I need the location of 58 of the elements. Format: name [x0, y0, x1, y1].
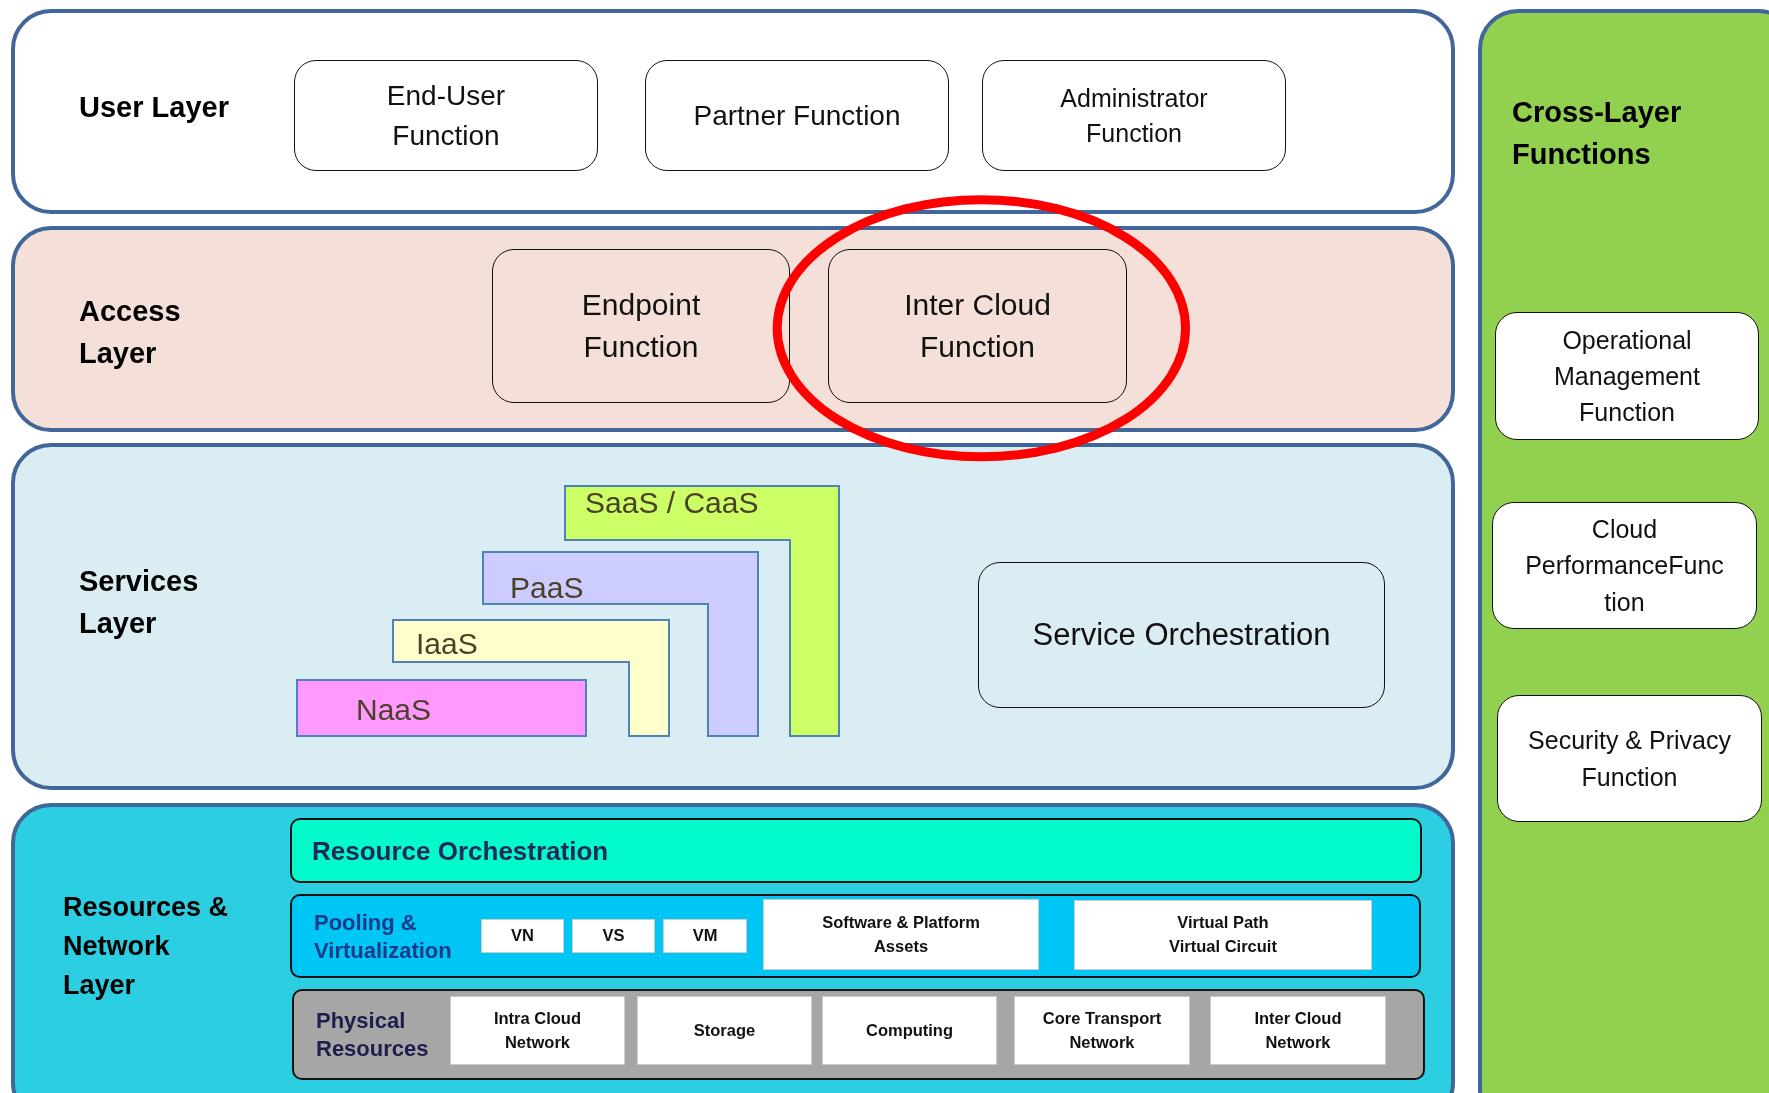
resource-label: VM	[692, 925, 718, 947]
function-label: Administrator Function	[1059, 82, 1209, 149]
layer-title: Cross-Layer Functions	[1512, 94, 1683, 172]
function-label: Security & Privacy Function	[1527, 725, 1732, 793]
resource-label: VS	[602, 925, 625, 947]
resource-box	[481, 919, 564, 953]
resource-label: Core Transport Network	[1041, 1007, 1163, 1053]
layer-band	[11, 803, 1455, 1093]
resource-box	[1074, 900, 1372, 970]
band-title: Physical Resources	[316, 1006, 430, 1062]
band-title: Resource Orchestration	[312, 834, 610, 868]
function-label: Service Orchestration	[1032, 616, 1331, 655]
layer-title: Resources & Network Layer	[63, 891, 230, 1003]
resource-box	[1014, 996, 1190, 1065]
function-box	[982, 60, 1286, 171]
service-model-label: PaaS	[510, 570, 585, 607]
layer-band	[11, 226, 1455, 432]
cross-layer-band	[1478, 9, 1769, 1093]
resource-box	[1210, 996, 1386, 1065]
resource-box	[822, 996, 997, 1065]
resource-label: Intra Cloud Network	[492, 1007, 583, 1053]
layer-title: Services Layer	[79, 563, 200, 641]
resource-box	[450, 996, 625, 1065]
resource-box	[763, 899, 1039, 970]
layer-title: User Layer	[79, 90, 230, 125]
function-label: Cloud PerformanceFunction	[1524, 514, 1725, 618]
function-label: Endpoint Function	[580, 287, 702, 365]
function-label: Operational Management Function	[1553, 324, 1701, 429]
resource-label: Software & Platform Assets	[821, 911, 981, 957]
resource-label: Virtual Path Virtual Circuit	[1168, 912, 1278, 957]
function-label: Partner Function	[693, 98, 901, 133]
function-label: Inter Cloud Function	[903, 287, 1052, 365]
band-title: Pooling & Virtualization	[314, 908, 453, 964]
service-model-label: IaaS	[416, 626, 479, 663]
function-box	[294, 60, 598, 171]
resource-box	[663, 919, 747, 953]
function-label: End-User Function	[385, 79, 507, 153]
physical-band	[292, 989, 1425, 1080]
function-box	[1497, 695, 1762, 822]
resource-label: VN	[511, 925, 534, 947]
resource-label: Storage	[693, 1019, 756, 1041]
virtualization-band	[290, 894, 1421, 978]
function-box	[492, 249, 790, 403]
resource-label: Computing	[865, 1019, 954, 1041]
layer-title: Access Layer	[79, 293, 182, 371]
function-box	[828, 249, 1127, 403]
function-box	[1495, 312, 1759, 440]
layer-band	[11, 443, 1455, 790]
service-model-label: SaaS / CaaS	[585, 485, 760, 522]
service-model-label: NaaS	[356, 692, 433, 729]
resource-box	[637, 996, 812, 1065]
resource-label: Inter Cloud Network	[1253, 1007, 1343, 1053]
function-box	[645, 60, 949, 171]
function-box	[1492, 502, 1757, 629]
function-box	[978, 562, 1385, 708]
layer-band	[11, 9, 1455, 214]
orchestration-band	[290, 818, 1422, 883]
resource-box	[572, 919, 655, 953]
